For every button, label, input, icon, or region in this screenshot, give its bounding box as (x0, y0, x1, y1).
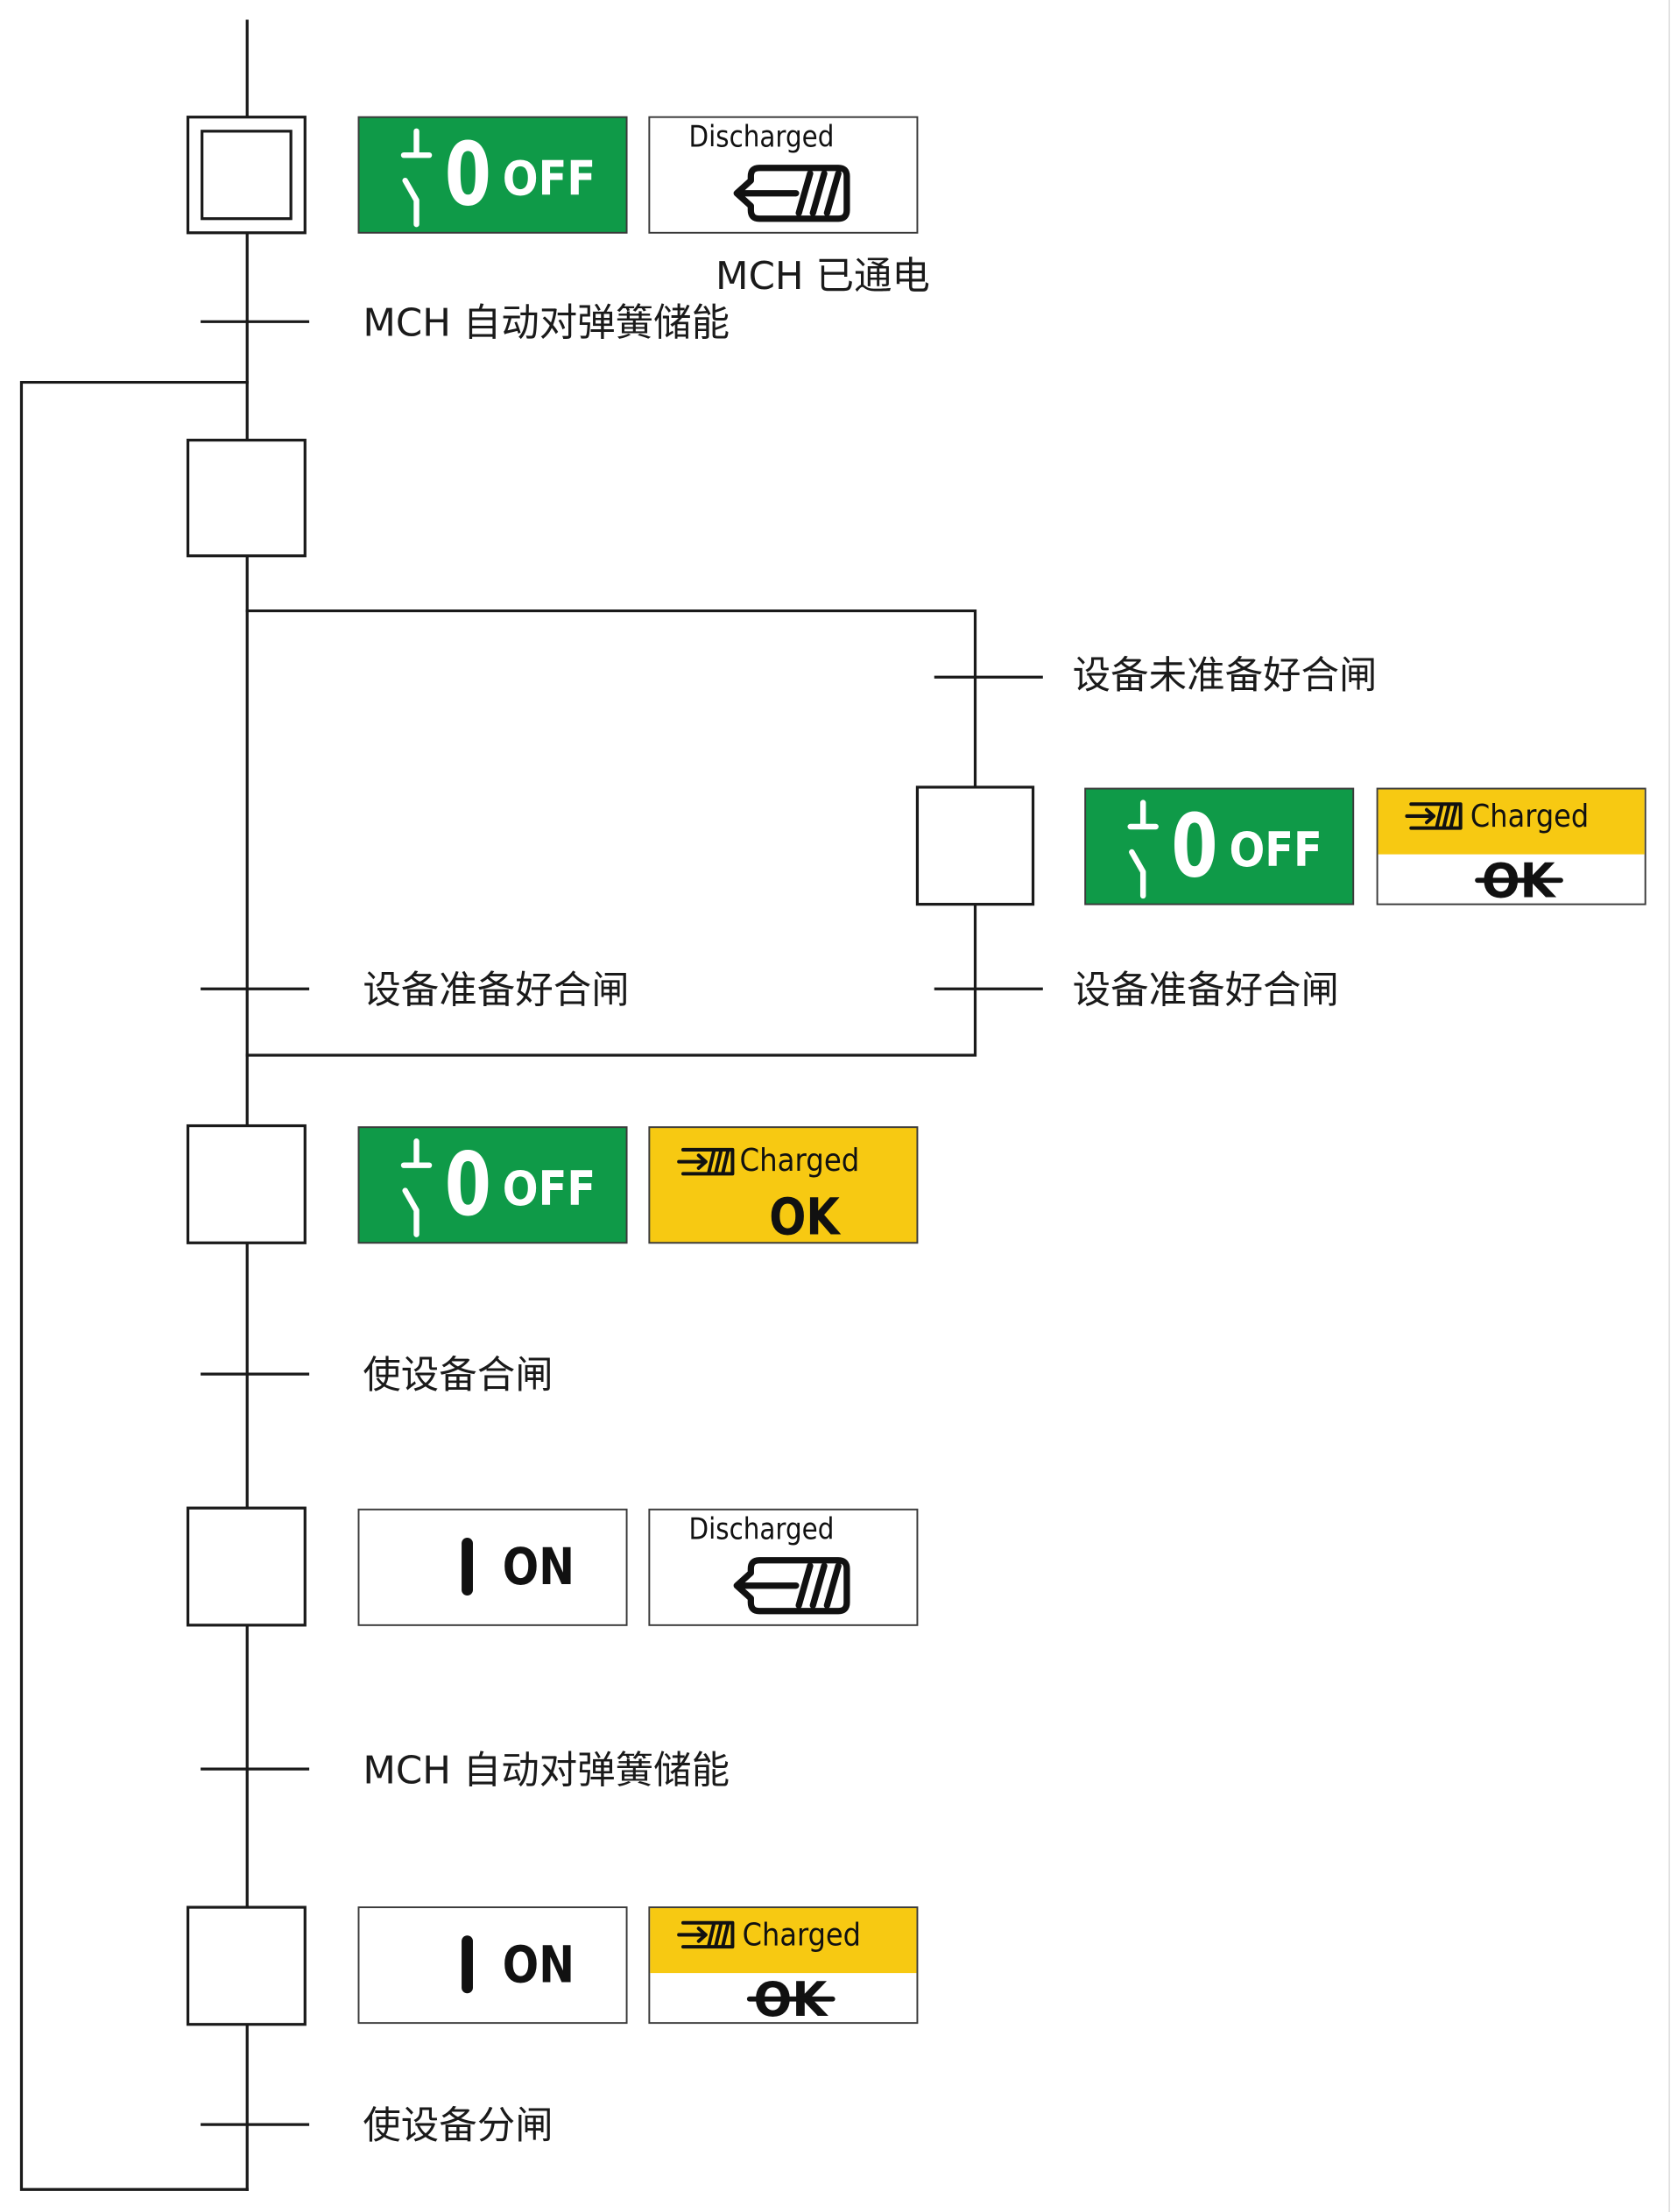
contact-closed-bar-icon (462, 1935, 473, 1994)
disconnector-open-icon (400, 128, 433, 228)
transition-open-device: 使设备分闸 (201, 2104, 553, 2148)
transition-label: MCH 自动对弹簧储能 (363, 301, 730, 345)
off-position-symbol: 0 (445, 123, 491, 226)
transition-branch-ready: 设备准备好合闸 (934, 969, 1339, 1012)
off-position-symbol: 0 (1171, 794, 1217, 897)
spring-state-label: Charged (743, 1918, 861, 1954)
spring-charged-not-ready-indicator: Charged OK (1376, 787, 1646, 909)
spring-indicator-background (648, 1508, 919, 1626)
off-position-label: OFF (1229, 821, 1322, 877)
branch-step-box (915, 785, 1035, 906)
ready-status-label: OK (769, 1187, 841, 1247)
spring-charged-not-ready-indicator: Charged OK (648, 1906, 919, 2027)
return-loop-line (19, 380, 249, 2191)
spring-charged-icon (1405, 802, 1463, 830)
on-position-label: ON (503, 1934, 575, 1994)
step-5-box (186, 1906, 307, 2026)
on-position-label: ON (503, 1537, 575, 1596)
step-3-box (186, 1124, 307, 1244)
spring-discharged-indicator: Discharged (648, 116, 919, 234)
off-indicator: 0 OFF (357, 116, 628, 234)
transition-close-device: 使设备合闸 (201, 1354, 553, 1398)
transition-after-initial: MCH 自动对弹簧储能 (201, 301, 730, 345)
disconnector-open-icon (1127, 800, 1159, 899)
off-position-label: OFF (503, 1160, 596, 1216)
off-indicator-background (357, 1126, 628, 1244)
transition-branch-not-ready: 设备未准备好合闸 (934, 654, 1378, 698)
transition-main-ready: 设备准备好合闸 (201, 969, 630, 1012)
transition-recharge-spring: MCH 自动对弹簧储能 (201, 1749, 730, 1793)
spring-discharged-icon (733, 1557, 850, 1615)
spring-state-label: Charged (739, 1143, 859, 1179)
contact-closed-bar-icon (462, 1537, 473, 1596)
transition-label: 设备未准备好合闸 (1073, 654, 1378, 698)
off-indicator-background (1084, 787, 1355, 905)
spring-charged-icon (677, 1920, 735, 1949)
spring-state-label: Charged (1470, 799, 1589, 835)
initial-step-inner-box (201, 130, 293, 221)
off-indicator: 0 OFF (357, 1126, 628, 1244)
spring-state-label: Discharged (688, 120, 834, 154)
off-position-symbol: 0 (445, 1133, 491, 1236)
initial-step-box (186, 116, 307, 235)
off-position-label: OFF (503, 150, 596, 206)
spring-charged-ready-indicator: Charged OK (648, 1126, 919, 1247)
charged-header-band (650, 1907, 917, 1974)
transition-label: MCH 自动对弹簧储能 (363, 1749, 730, 1793)
spring-discharged-icon (733, 165, 850, 222)
off-indicator: 0 OFF (1084, 787, 1355, 905)
step-4-box (186, 1506, 307, 1627)
wiring (19, 19, 977, 2191)
on-indicator-background (357, 1906, 628, 2025)
transition-label: 设备准备好合闸 (363, 969, 629, 1012)
disconnector-open-icon (400, 1138, 433, 1237)
initial-step (186, 116, 307, 235)
initial-step-note: MCH 已通电 (716, 255, 930, 299)
spring-charged-icon (677, 1147, 735, 1176)
on-indicator: ON (357, 1508, 628, 1626)
on-indicator-background (357, 1508, 628, 1626)
spring-indicator-background (648, 1126, 919, 1244)
off-indicator-background (357, 116, 628, 234)
charged-header-band (1378, 789, 1645, 855)
spring-state-label: Discharged (688, 1512, 834, 1546)
transition-label: 使设备分闸 (363, 2104, 553, 2148)
spring-indicator-background (648, 116, 919, 234)
transition-label: 设备准备好合闸 (1073, 969, 1339, 1012)
on-indicator: ON (357, 1906, 628, 2025)
transition-label: 使设备合闸 (363, 1354, 553, 1398)
step-2-box (186, 439, 307, 558)
spring-discharged-indicator: Discharged (648, 1508, 919, 1626)
